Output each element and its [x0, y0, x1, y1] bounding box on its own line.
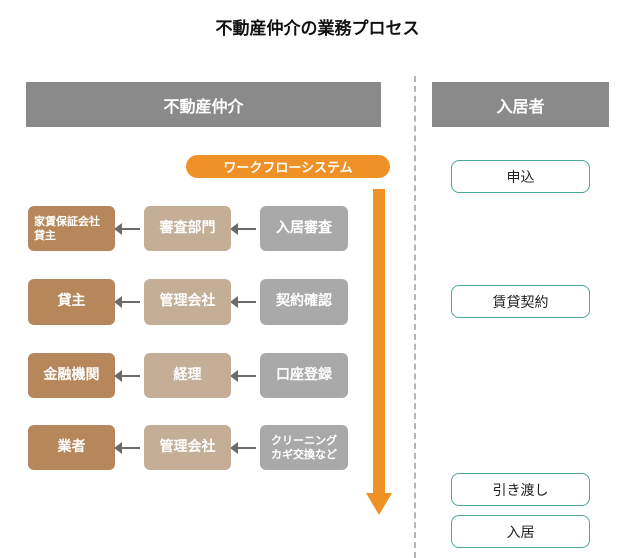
target-box-contractor: 業者 [28, 425, 115, 470]
arrow-left [230, 223, 256, 235]
target-box-guarantor-landlord: 家賃保証会社 貸主 [28, 206, 115, 251]
middle-box-management-co: 管理会社 [144, 279, 231, 325]
step-box-cleaning-key-exchange: クリーニング カギ交換など [260, 425, 348, 470]
middle-box-accounting: 経理 [144, 353, 231, 398]
tenant-header: 入居者 [432, 82, 609, 127]
middle-box-review-dept: 審査部門 [144, 206, 231, 251]
column-divider [414, 76, 416, 558]
arrow-left [114, 442, 140, 454]
arrow-left [230, 442, 256, 454]
arrow-left [114, 296, 140, 308]
step-box-account-registration: 口座登録 [260, 353, 348, 398]
tenant-step-application: 申込 [451, 160, 590, 193]
tenant-step-lease-contract: 賃貸契約 [451, 285, 590, 318]
diagram-title: 不動産仲介の業務プロセス [215, 19, 420, 39]
tenant-step-move-in: 入居 [451, 515, 590, 548]
workflow-arrow-head [366, 493, 392, 515]
target-box-landlord: 貸主 [28, 279, 115, 325]
workflow-system-bar: ワークフローシステム [186, 155, 390, 178]
arrow-left [114, 370, 140, 382]
tenant-step-handover: 引き渡し [451, 473, 590, 506]
target-box-financial-institution: 金融機関 [28, 353, 115, 398]
agency-header: 不動産仲介 [26, 82, 381, 127]
arrow-left [230, 296, 256, 308]
step-box-screening: 入居審査 [260, 206, 348, 251]
arrow-left [114, 223, 140, 235]
middle-box-management-co: 管理会社 [144, 425, 231, 470]
step-box-contract-check: 契約確認 [260, 279, 348, 325]
arrow-left [230, 370, 256, 382]
workflow-arrow-shaft [373, 189, 385, 494]
